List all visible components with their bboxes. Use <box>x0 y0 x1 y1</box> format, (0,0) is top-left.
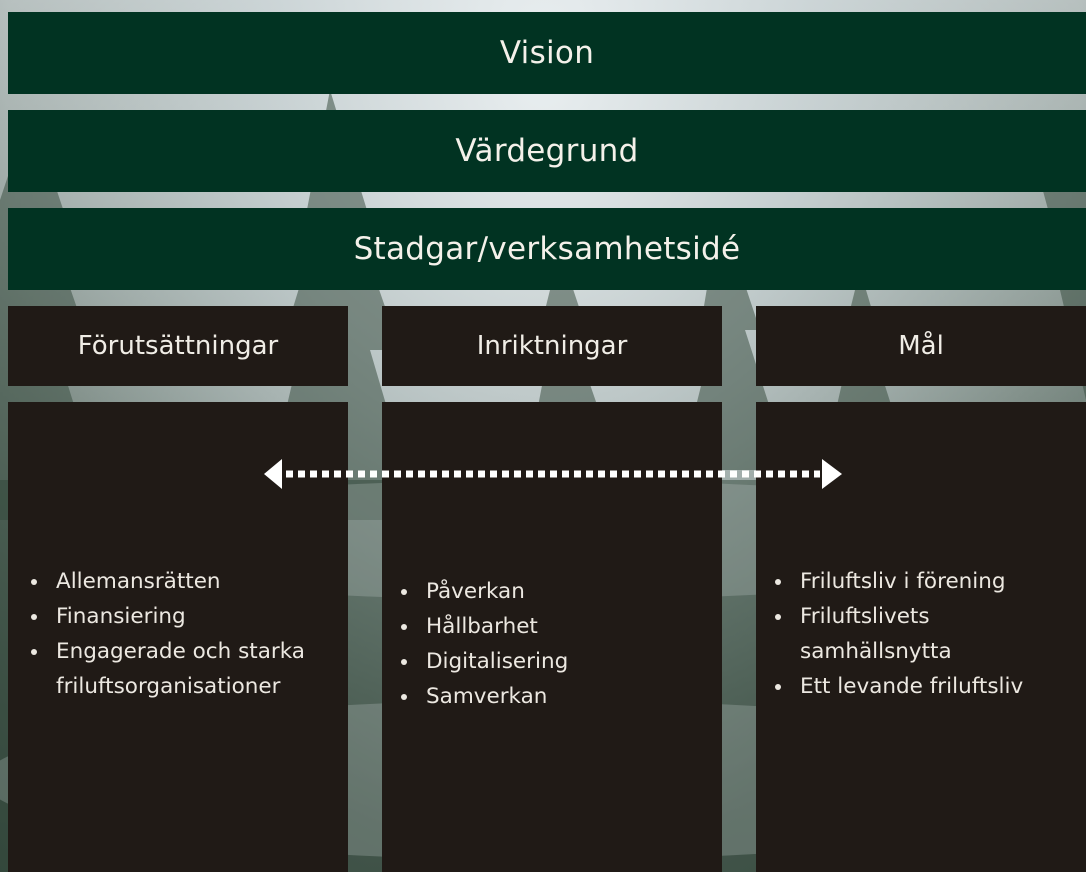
list-item: Finansiering <box>28 599 348 634</box>
column-body-forutsattningar: Allemansrätten Finansiering Engagerade o… <box>8 402 348 872</box>
column-header-inriktningar: Inriktningar <box>382 306 722 386</box>
vardegrund-band: Värdegrund <box>8 110 1086 192</box>
list-item: Friluftsliv i förening <box>772 564 1072 599</box>
vision-label: Vision <box>499 35 595 71</box>
vardegrund-label: Värdegrund <box>455 133 639 169</box>
arrow-head-right <box>822 459 842 489</box>
stadgar-label: Stadgar/verksamhetsidé <box>353 231 741 267</box>
list-item: Allemansrätten <box>28 564 348 599</box>
list-item: Engagerade och starka friluftsorganisati… <box>28 634 346 704</box>
mal-list: Friluftsliv i förening Friluftslivets sa… <box>772 564 1072 704</box>
column-title: Mål <box>898 331 944 361</box>
column-title: Förutsättningar <box>77 331 279 361</box>
forutsattningar-list: Allemansrätten Finansiering Engagerade o… <box>28 564 348 704</box>
column-header-mal: Mål <box>756 306 1086 386</box>
list-item: Ett levande friluftsliv <box>772 669 1072 704</box>
list-item: Påverkan <box>398 574 708 609</box>
list-item: Friluftslivets samhällsnytta <box>772 599 980 669</box>
column-title: Inriktningar <box>476 331 628 361</box>
list-item: Samverkan <box>398 679 708 714</box>
column-header-forutsattningar: Förutsättningar <box>8 306 348 386</box>
double-arrow-icon <box>264 459 842 489</box>
vision-band: Vision <box>8 12 1086 94</box>
column-body-mal: Friluftsliv i förening Friluftslivets sa… <box>756 402 1086 872</box>
list-item: Digitalisering <box>398 644 708 679</box>
list-item: Hållbarhet <box>398 609 708 644</box>
inriktningar-list: Påverkan Hållbarhet Digitalisering Samve… <box>398 574 708 714</box>
stadgar-band: Stadgar/verksamhetsidé <box>8 208 1086 290</box>
arrow-head-left <box>264 459 282 489</box>
column-body-inriktningar: Påverkan Hållbarhet Digitalisering Samve… <box>382 402 722 872</box>
